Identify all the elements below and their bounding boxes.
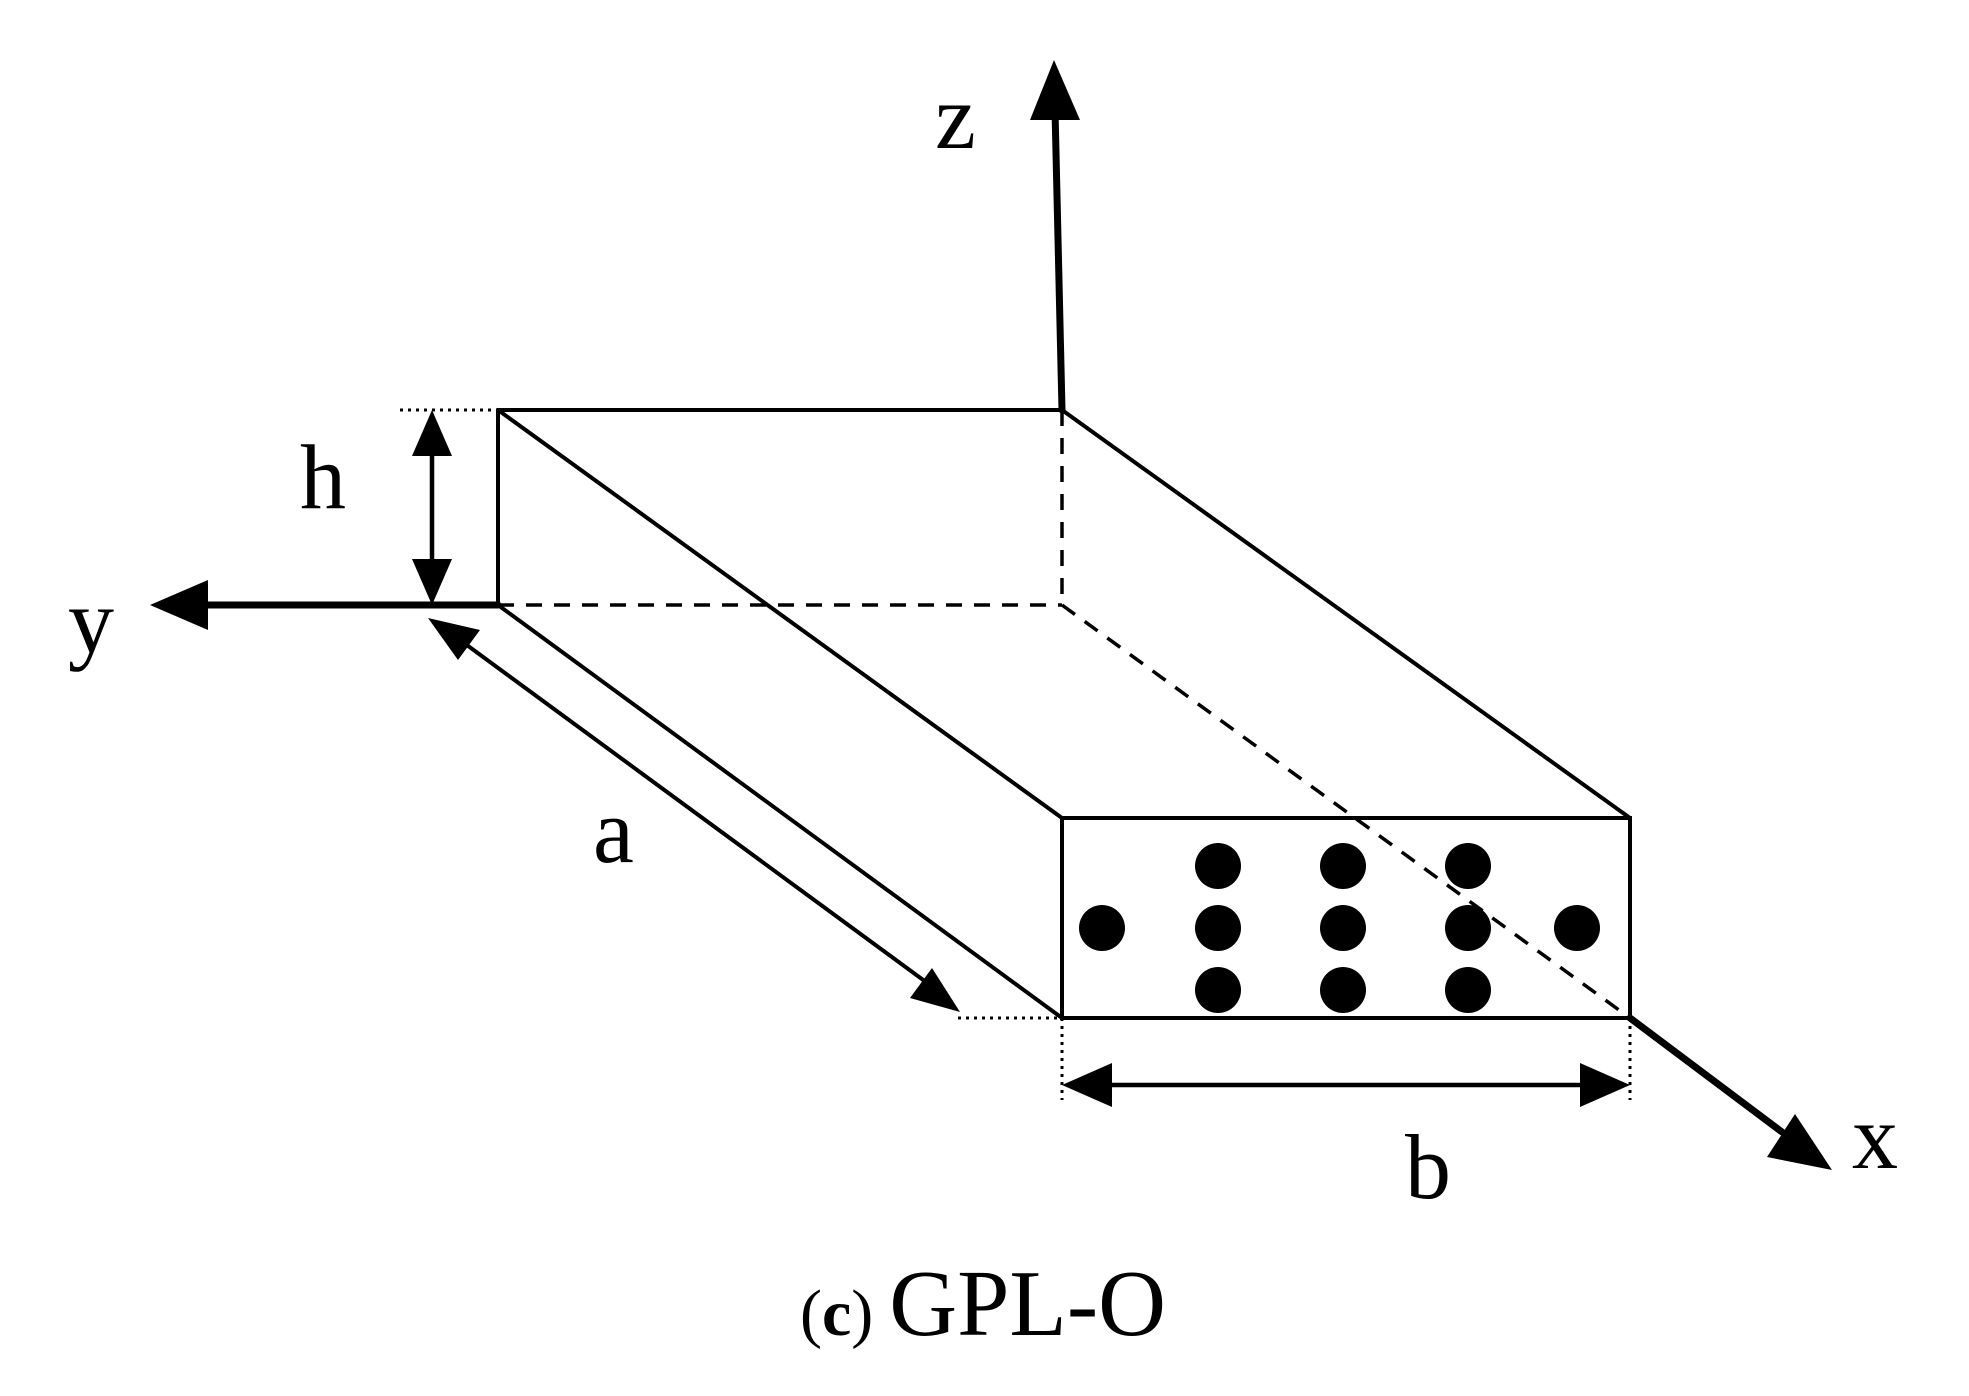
z-axis bbox=[1030, 60, 1080, 414]
y-axis-arrowhead bbox=[150, 580, 208, 630]
x-axis-label: x bbox=[1852, 1086, 1898, 1188]
gpl-dot bbox=[1195, 905, 1241, 951]
gpl-dot bbox=[1320, 967, 1366, 1013]
y-axis-label: y bbox=[68, 570, 114, 672]
z-axis-line bbox=[1051, 106, 1066, 414]
caption-close-paren: ) bbox=[851, 1277, 873, 1350]
top-left-edge bbox=[496, 408, 1064, 820]
x-axis-arrowhead bbox=[1767, 1114, 1832, 1170]
x-axis bbox=[1626, 1014, 1832, 1170]
dimension-h-arrowhead-bottom bbox=[412, 559, 452, 605]
x-axis-line bbox=[1626, 1014, 1786, 1136]
figure-caption: (c)GPL-O bbox=[800, 1252, 1166, 1356]
gpl-dot bbox=[1445, 843, 1491, 889]
dimension-h bbox=[412, 410, 452, 605]
bottom-left-edge bbox=[496, 603, 1064, 1020]
dimension-b-arrowhead-right bbox=[1580, 1063, 1630, 1107]
gpl-dot bbox=[1195, 843, 1241, 889]
front-face bbox=[1060, 816, 1632, 1020]
gpl-dot bbox=[1320, 843, 1366, 889]
dimension-b-label: b bbox=[1405, 1116, 1451, 1218]
z-axis-label: z bbox=[935, 66, 976, 168]
gpl-dot bbox=[1320, 905, 1366, 951]
y-axis bbox=[150, 580, 502, 630]
dimension-a-arrowhead-start bbox=[428, 618, 480, 660]
extension-lines bbox=[400, 408, 1632, 1100]
dimension-h-arrowhead-top bbox=[412, 410, 452, 456]
gpl-dot bbox=[1445, 905, 1491, 951]
dimension-b bbox=[1062, 1063, 1630, 1107]
dimension-a-arrowhead-end bbox=[910, 968, 960, 1012]
gpl-dot bbox=[1079, 905, 1125, 951]
gpl-distribution-dots bbox=[1079, 843, 1600, 1013]
dimension-a bbox=[428, 618, 960, 1012]
dimension-h-label: h bbox=[300, 426, 346, 528]
caption-pattern-name: GPL-O bbox=[889, 1252, 1166, 1356]
caption-panel-letter: c bbox=[822, 1277, 851, 1350]
dimension-a-line bbox=[458, 638, 932, 987]
dimension-b-arrowhead-left bbox=[1062, 1063, 1112, 1107]
top-right-edge bbox=[1060, 408, 1632, 820]
gpl-dot bbox=[1445, 967, 1491, 1013]
gpl-dot bbox=[1554, 905, 1600, 951]
z-axis-arrowhead bbox=[1030, 60, 1080, 120]
dimension-a-label: a bbox=[593, 780, 634, 882]
hidden-edge-x-axis bbox=[1060, 603, 1632, 1020]
caption-open-paren: ( bbox=[800, 1277, 822, 1350]
hidden-edges bbox=[498, 410, 1632, 1020]
gpl-dot bbox=[1195, 967, 1241, 1013]
plate-edges bbox=[496, 408, 1632, 1020]
